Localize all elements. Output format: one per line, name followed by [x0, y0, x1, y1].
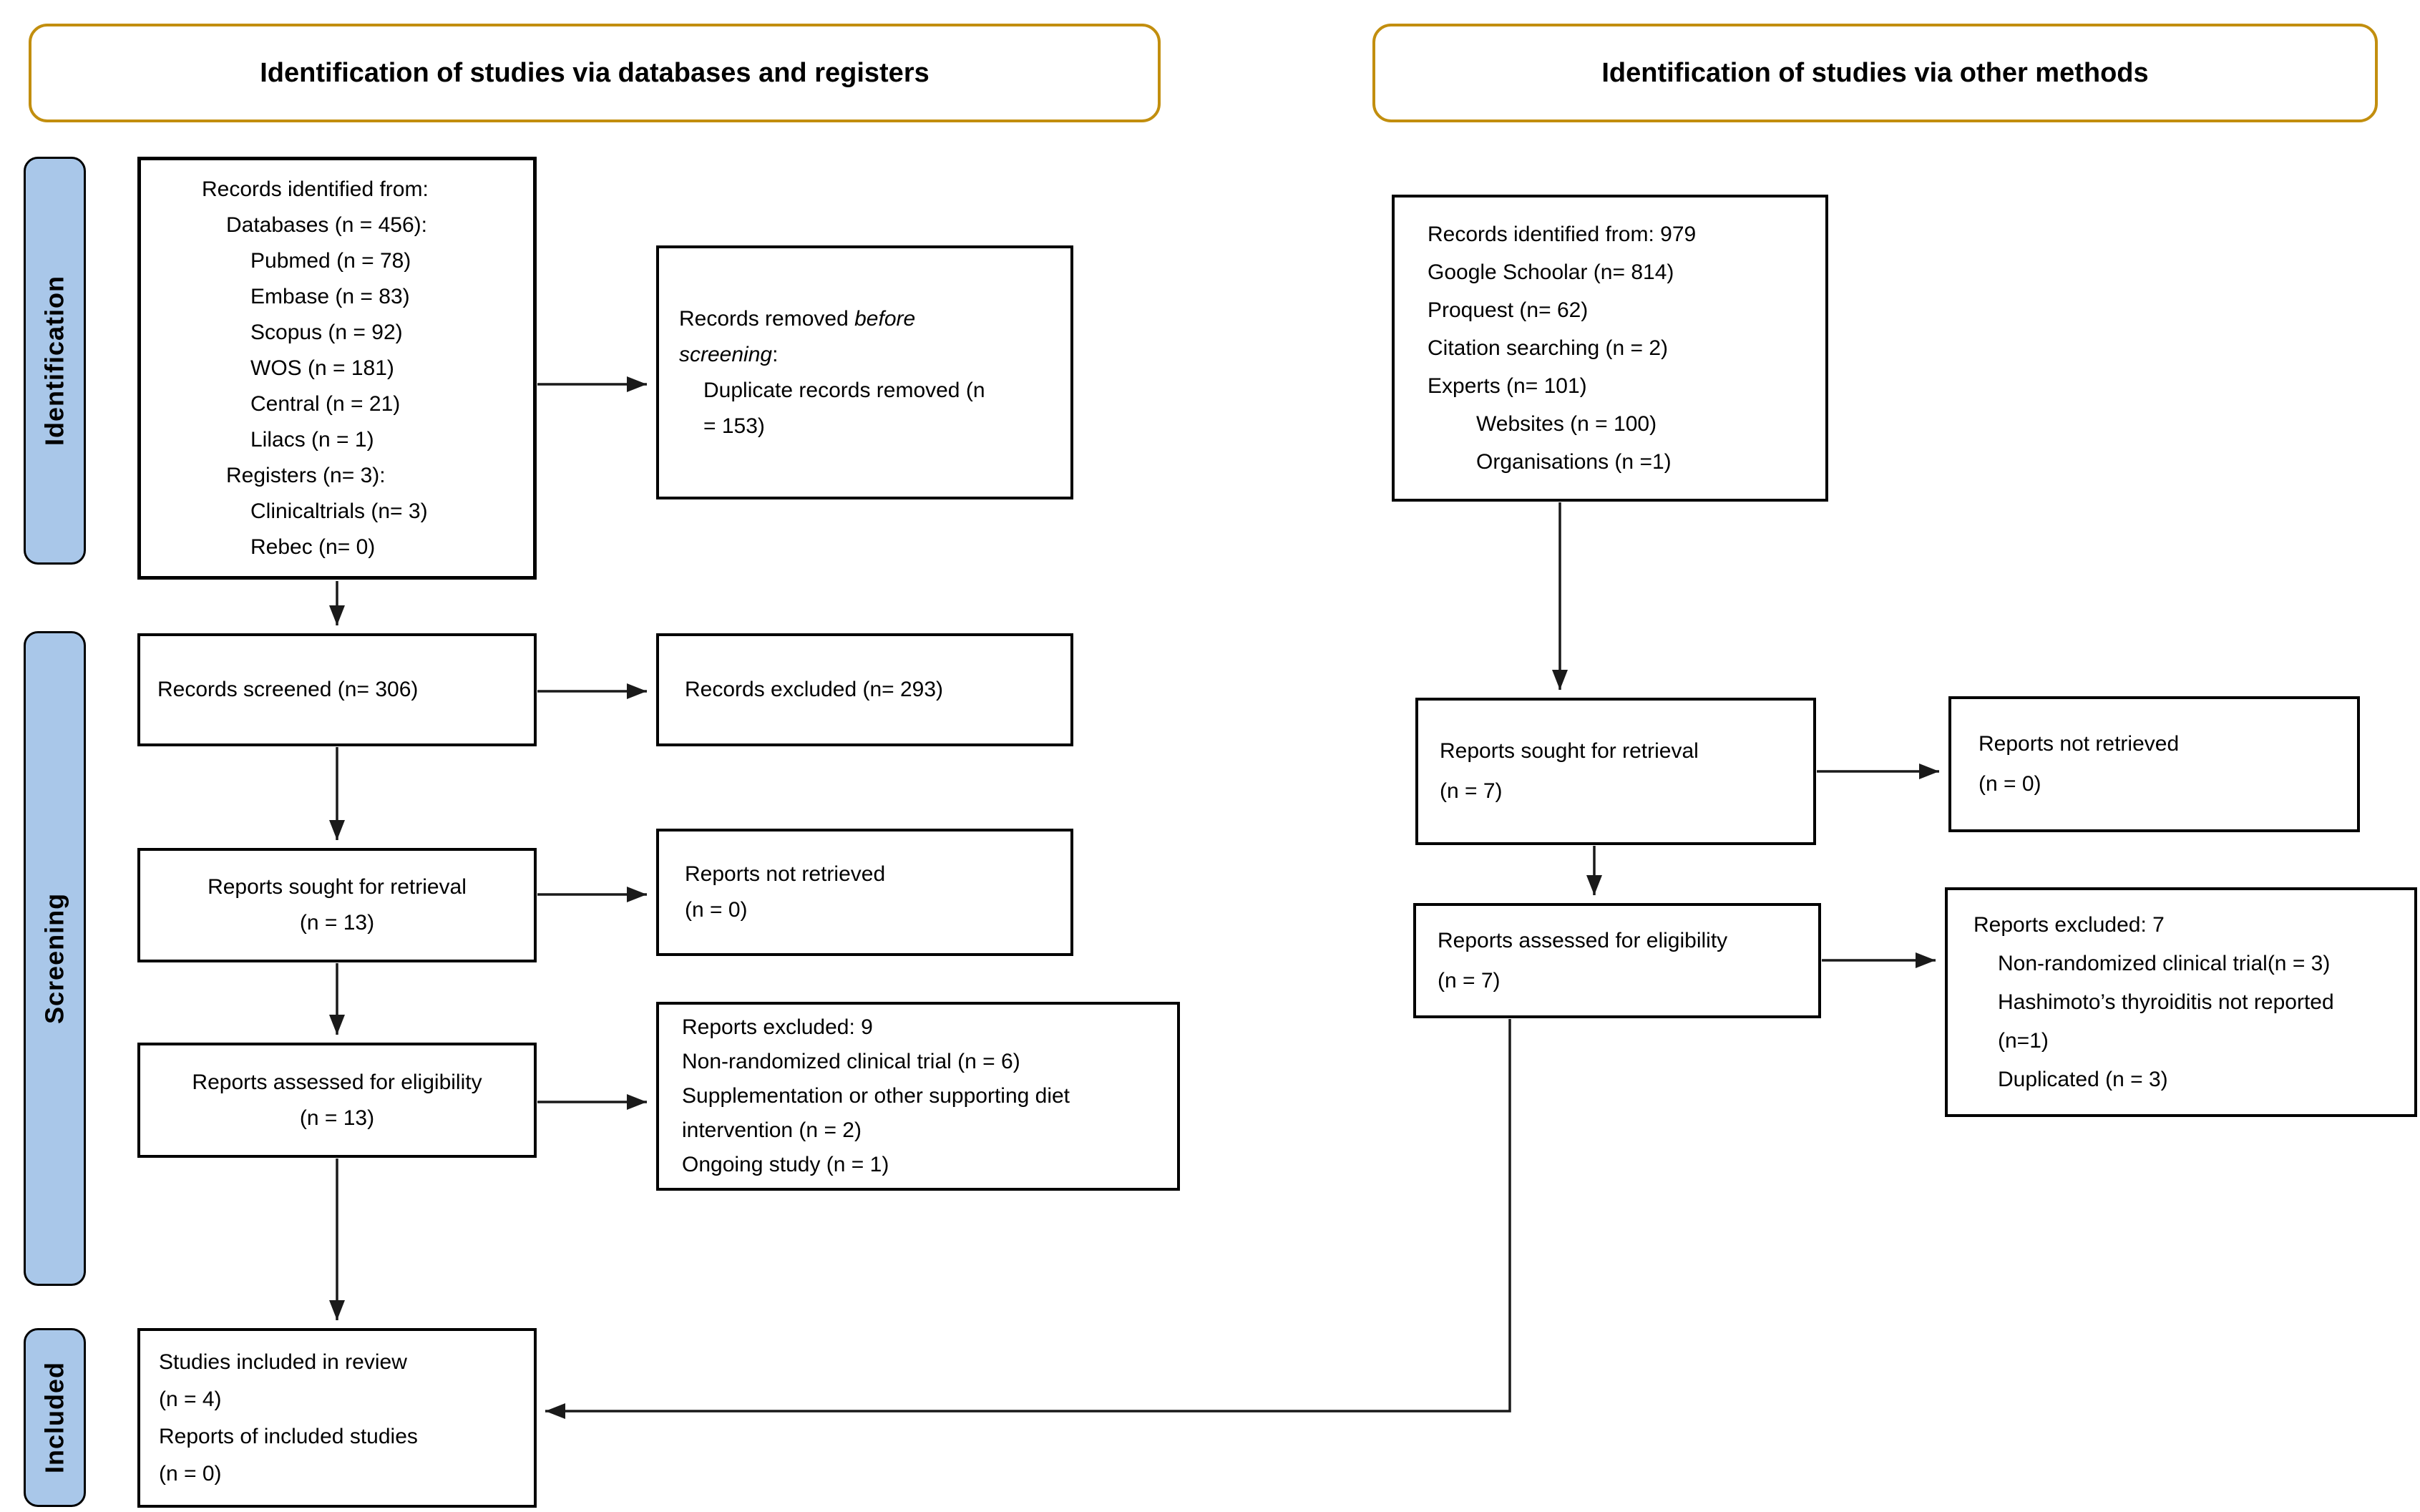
box-line: Lilacs (n = 1): [250, 427, 374, 452]
box-line: Organisations (n =1): [1476, 450, 1672, 474]
box-line: (n = 0): [159, 1461, 222, 1486]
box-line: Experts (n= 101): [1428, 374, 1587, 398]
header-databases-registers-label: Identification of studies via databases …: [260, 57, 930, 88]
box-line: Records identified from:: [202, 177, 429, 201]
box-records-identified-databases: Records identified from: Databases (n = 4…: [137, 157, 537, 580]
box-reports-assessed-databases: Reports assessed for eligibility (n = 13): [137, 1043, 537, 1158]
box-line: Ongoing study (n = 1): [682, 1153, 889, 1176]
box-reports-sought-databases: Reports sought for retrieval (n = 13): [137, 848, 537, 962]
box-studies-included: Studies included in review (n = 4) Reports…: [137, 1328, 537, 1508]
box-line: Embase (n = 83): [250, 284, 410, 308]
box-reports-excluded-databases: Reports excluded: 9 Non-randomized clinic…: [656, 1002, 1180, 1191]
header-databases-registers: Identification of studies via databases …: [29, 24, 1161, 122]
box-line: Reports of included studies: [159, 1424, 418, 1448]
stage-screening: Screening: [24, 631, 86, 1286]
stage-identification: Identification: [24, 157, 86, 565]
box-line: Clinicaltrials (n= 3): [250, 499, 428, 523]
box-reports-sought-other: Reports sought for retrieval (n = 7): [1415, 698, 1816, 845]
box-line: Duplicated (n = 3): [1998, 1067, 2168, 1091]
box-line: Reports not retrieved: [685, 862, 886, 886]
box-line: intervention (n = 2): [682, 1118, 862, 1142]
box-line: Non-randomized clinical trial (n = 6): [682, 1050, 1020, 1073]
box-line: Duplicate records removed (n: [703, 378, 985, 402]
box-line: Reports assessed for eligibility: [1438, 928, 1728, 952]
stage-identification-label: Identification: [39, 275, 69, 446]
box-reports-not-retrieved-other: Reports not retrieved (n = 0): [1948, 696, 2360, 832]
box-line: Databases (n = 456):: [226, 213, 428, 237]
box-line: screening:: [679, 342, 779, 366]
box-line: (n = 7): [1440, 779, 1503, 803]
box-line: Rebec (n= 0): [250, 535, 376, 559]
box-line: Pubmed (n = 78): [250, 248, 411, 273]
box-line: Hashimoto’s thyroiditis not reported: [1998, 990, 2334, 1014]
box-line: Scopus (n = 92): [250, 320, 403, 344]
box-line: Reports sought for retrieval: [208, 875, 467, 899]
box-line: Google Schoolar (n= 814): [1428, 260, 1674, 284]
box-line: Proquest (n= 62): [1428, 298, 1589, 322]
box-line: Reports excluded: 9: [682, 1015, 873, 1039]
box-line: Citation searching (n = 2): [1428, 336, 1669, 360]
stage-screening-label: Screening: [39, 892, 69, 1025]
box-line: Reports excluded: 7: [1973, 912, 2165, 937]
box-line: Records removed before: [679, 306, 916, 331]
box-line: WOS (n = 181): [250, 356, 394, 380]
box-line: Non-randomized clinical trial(n = 3): [1998, 951, 2331, 975]
header-other-methods-label: Identification of studies via other meth…: [1601, 57, 2149, 88]
box-line: Records excluded (n= 293): [685, 678, 944, 701]
box-line: (n = 0): [1979, 772, 2041, 796]
box-records-excluded: Records excluded (n= 293): [656, 633, 1073, 746]
box-line: Central (n = 21): [250, 391, 401, 416]
box-line: (n = 0): [685, 898, 748, 922]
box-line: Registers (n= 3):: [226, 463, 386, 487]
header-other-methods: Identification of studies via other meth…: [1372, 24, 2378, 122]
box-line: (n = 4): [159, 1387, 222, 1411]
box-line: (n = 13): [299, 1106, 375, 1130]
box-line: Reports not retrieved: [1979, 732, 2180, 756]
box-line: Supplementation or other supporting diet: [682, 1084, 1070, 1108]
box-records-screened: Records screened (n= 306): [137, 633, 537, 746]
box-line: (n=1): [1998, 1028, 2049, 1053]
box-line: Websites (n = 100): [1476, 412, 1657, 436]
arrow-assessed-r-to-included: [545, 1019, 1511, 1419]
box-reports-excluded-other: Reports excluded: 7 Non-randomized clinic…: [1945, 887, 2417, 1117]
stage-included: Included: [24, 1328, 86, 1507]
box-line: Records screened (n= 306): [157, 678, 419, 701]
box-line: = 153): [703, 414, 765, 438]
box-reports-not-retrieved-databases: Reports not retrieved (n = 0): [656, 829, 1073, 956]
box-line: Records identified from: 979: [1428, 223, 1697, 246]
box-records-removed-before-screening: Records removed before screening: Duplicat…: [656, 245, 1073, 499]
box-reports-assessed-other: Reports assessed for eligibility (n = 7): [1413, 903, 1821, 1018]
stage-included-label: Included: [39, 1362, 69, 1474]
box-line: Reports assessed for eligibility: [192, 1070, 482, 1094]
box-line: (n = 13): [299, 911, 375, 935]
box-line: Studies included in review: [159, 1350, 407, 1374]
box-line: (n = 7): [1438, 968, 1501, 992]
box-line: Reports sought for retrieval: [1440, 739, 1699, 763]
